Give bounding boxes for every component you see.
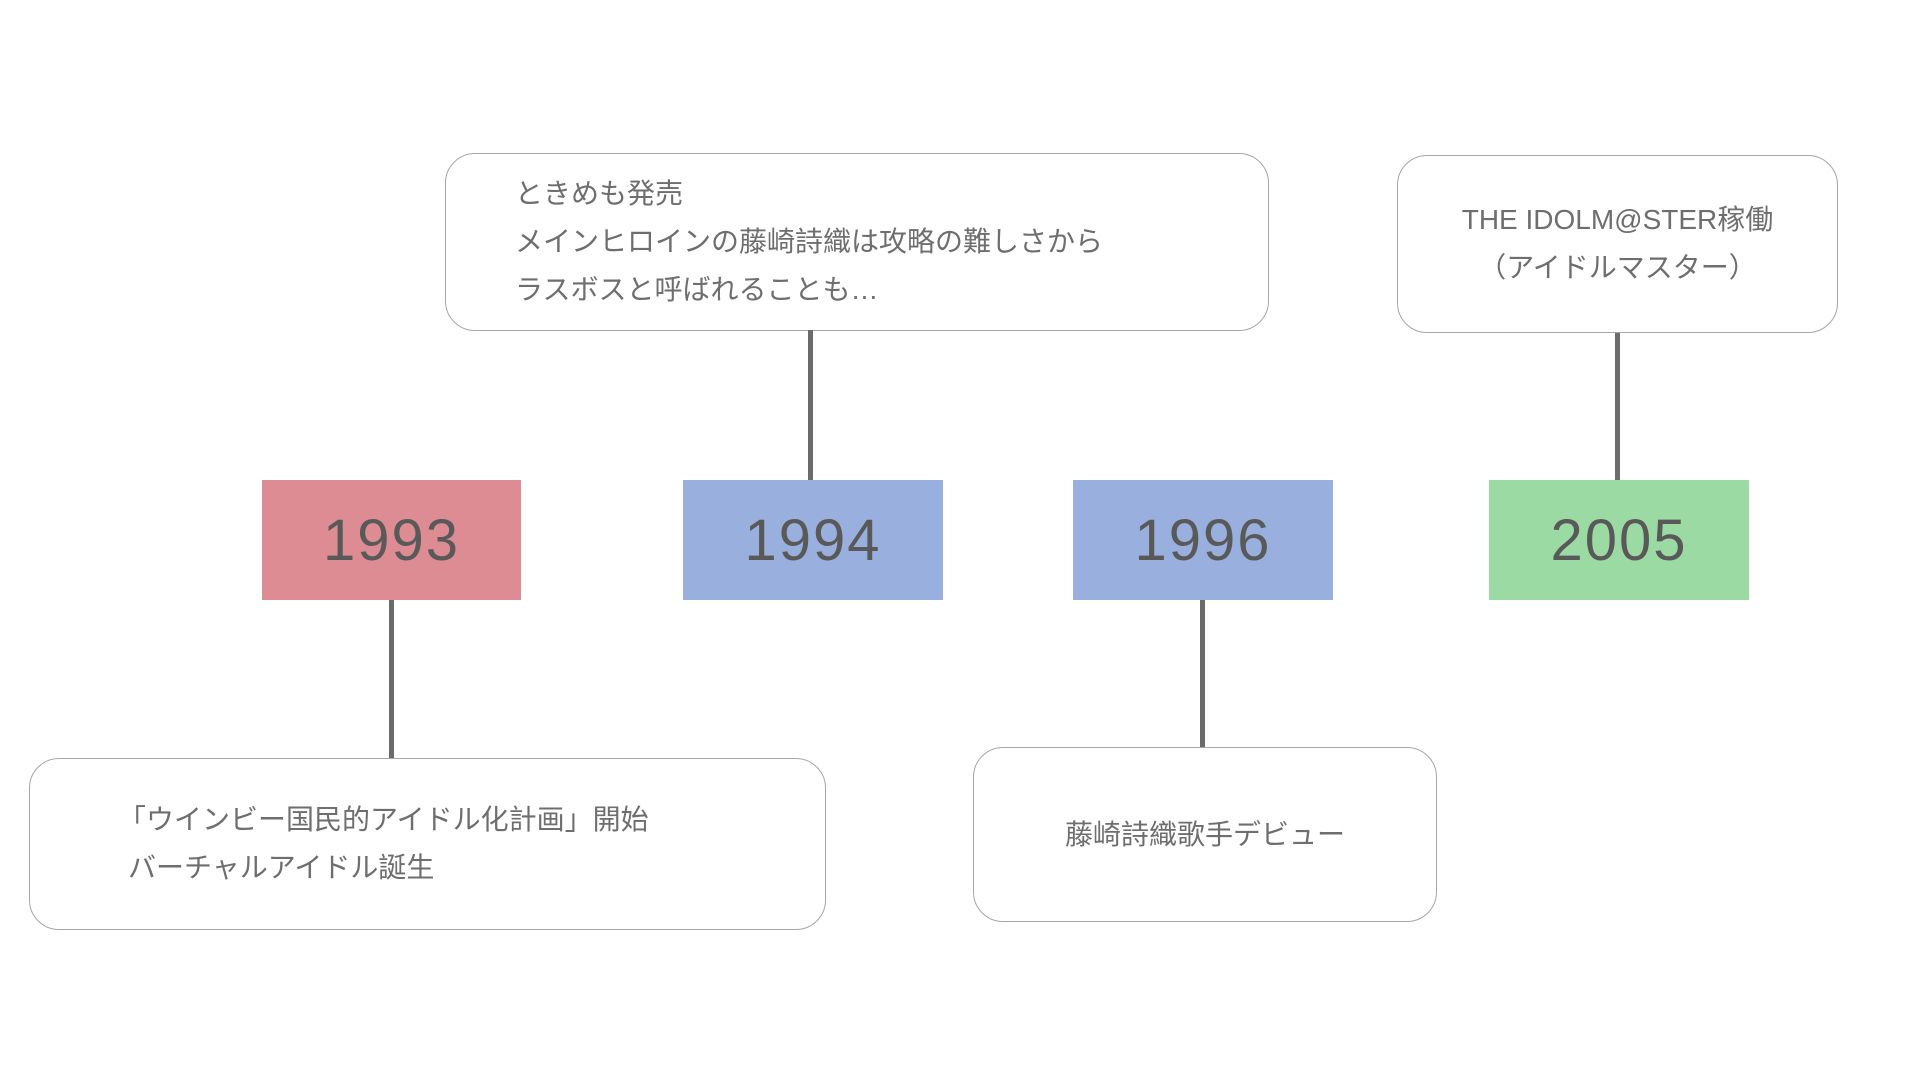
note-line: ときめも発売 [515,178,684,209]
connector-line-1996 [1200,600,1205,747]
year-box-1993: 1993 [262,480,521,600]
connector-line-2005 [1615,333,1620,480]
year-label: 2005 [1550,507,1688,573]
note-line: バーチャルアイドル誕生 [128,852,435,883]
note-line: ラスボスと呼ばれることも… [515,274,879,305]
note-line: 藤崎詩織歌手デビュー [1064,818,1345,850]
year-label: 1996 [1134,507,1272,573]
year-box-1996: 1996 [1073,480,1333,600]
year-label: 1993 [322,507,461,573]
note-box-1993-winbee: 「ウインビー国民的アイドル化計画」開始 バーチャルアイドル誕生 [29,758,826,930]
year-box-1994: 1994 [683,480,943,600]
note-line: メインヒロインの藤崎詩織は攻略の難しさから [515,226,1104,257]
year-box-2005: 2005 [1489,480,1749,600]
connector-line-1993 [389,600,394,758]
note-line: 「ウインビー国民的アイドル化計画」開始 [118,804,649,835]
note-line: THE IDOLM@STER稼働 [1461,204,1774,235]
note-box-2005-idolmaster: THE IDOLM@STER稼働 （アイドルマスター） [1397,155,1838,333]
note-box-1994-tokimeki: ときめも発売 メインヒロインの藤崎詩織は攻略の難しさから ラスボスと呼ばれること… [445,153,1269,331]
year-label: 1994 [744,507,882,573]
note-box-1996-fujisaki: 藤崎詩織歌手デビュー [973,747,1437,922]
note-line: （アイドルマスター） [1478,252,1757,283]
connector-line-1994 [808,330,813,480]
